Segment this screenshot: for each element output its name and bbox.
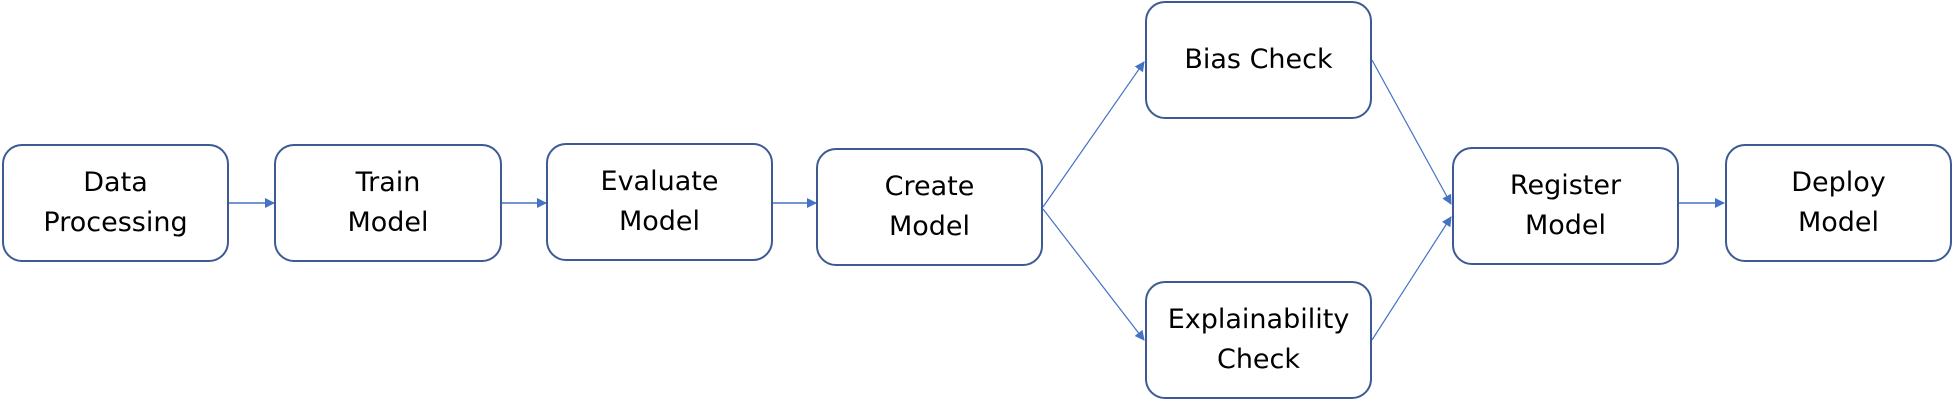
node-data-processing-label: Data Processing [43, 167, 188, 238]
node-data-processing: Data Processing [2, 144, 229, 262]
node-bias-check-label: Bias Check [1184, 44, 1333, 75]
node-create-model: Create Model [816, 148, 1043, 266]
node-evaluate-model: Evaluate Model [546, 143, 773, 261]
node-train-model-label: Train Model [347, 167, 429, 238]
arrow-create-to-explainability [1042, 208, 1145, 341]
node-explainability-check-label: Explainability Check [1167, 304, 1350, 375]
node-create-model-label: Create Model [884, 171, 975, 242]
node-register-model: Register Model [1452, 147, 1679, 265]
node-bias-check: Bias Check [1145, 1, 1372, 119]
arrow-create-to-bias [1042, 61, 1145, 208]
node-deploy-model: Deploy Model [1725, 144, 1952, 262]
node-deploy-model-label: Deploy Model [1791, 167, 1886, 238]
arrow-explainability-to-register [1371, 216, 1452, 341]
node-explainability-check: Explainability Check [1145, 281, 1372, 399]
node-train-model: Train Model [274, 144, 502, 262]
node-evaluate-model-label: Evaluate Model [600, 166, 719, 237]
node-register-model-label: Register Model [1509, 170, 1622, 241]
arrow-bias-to-register [1371, 59, 1452, 205]
